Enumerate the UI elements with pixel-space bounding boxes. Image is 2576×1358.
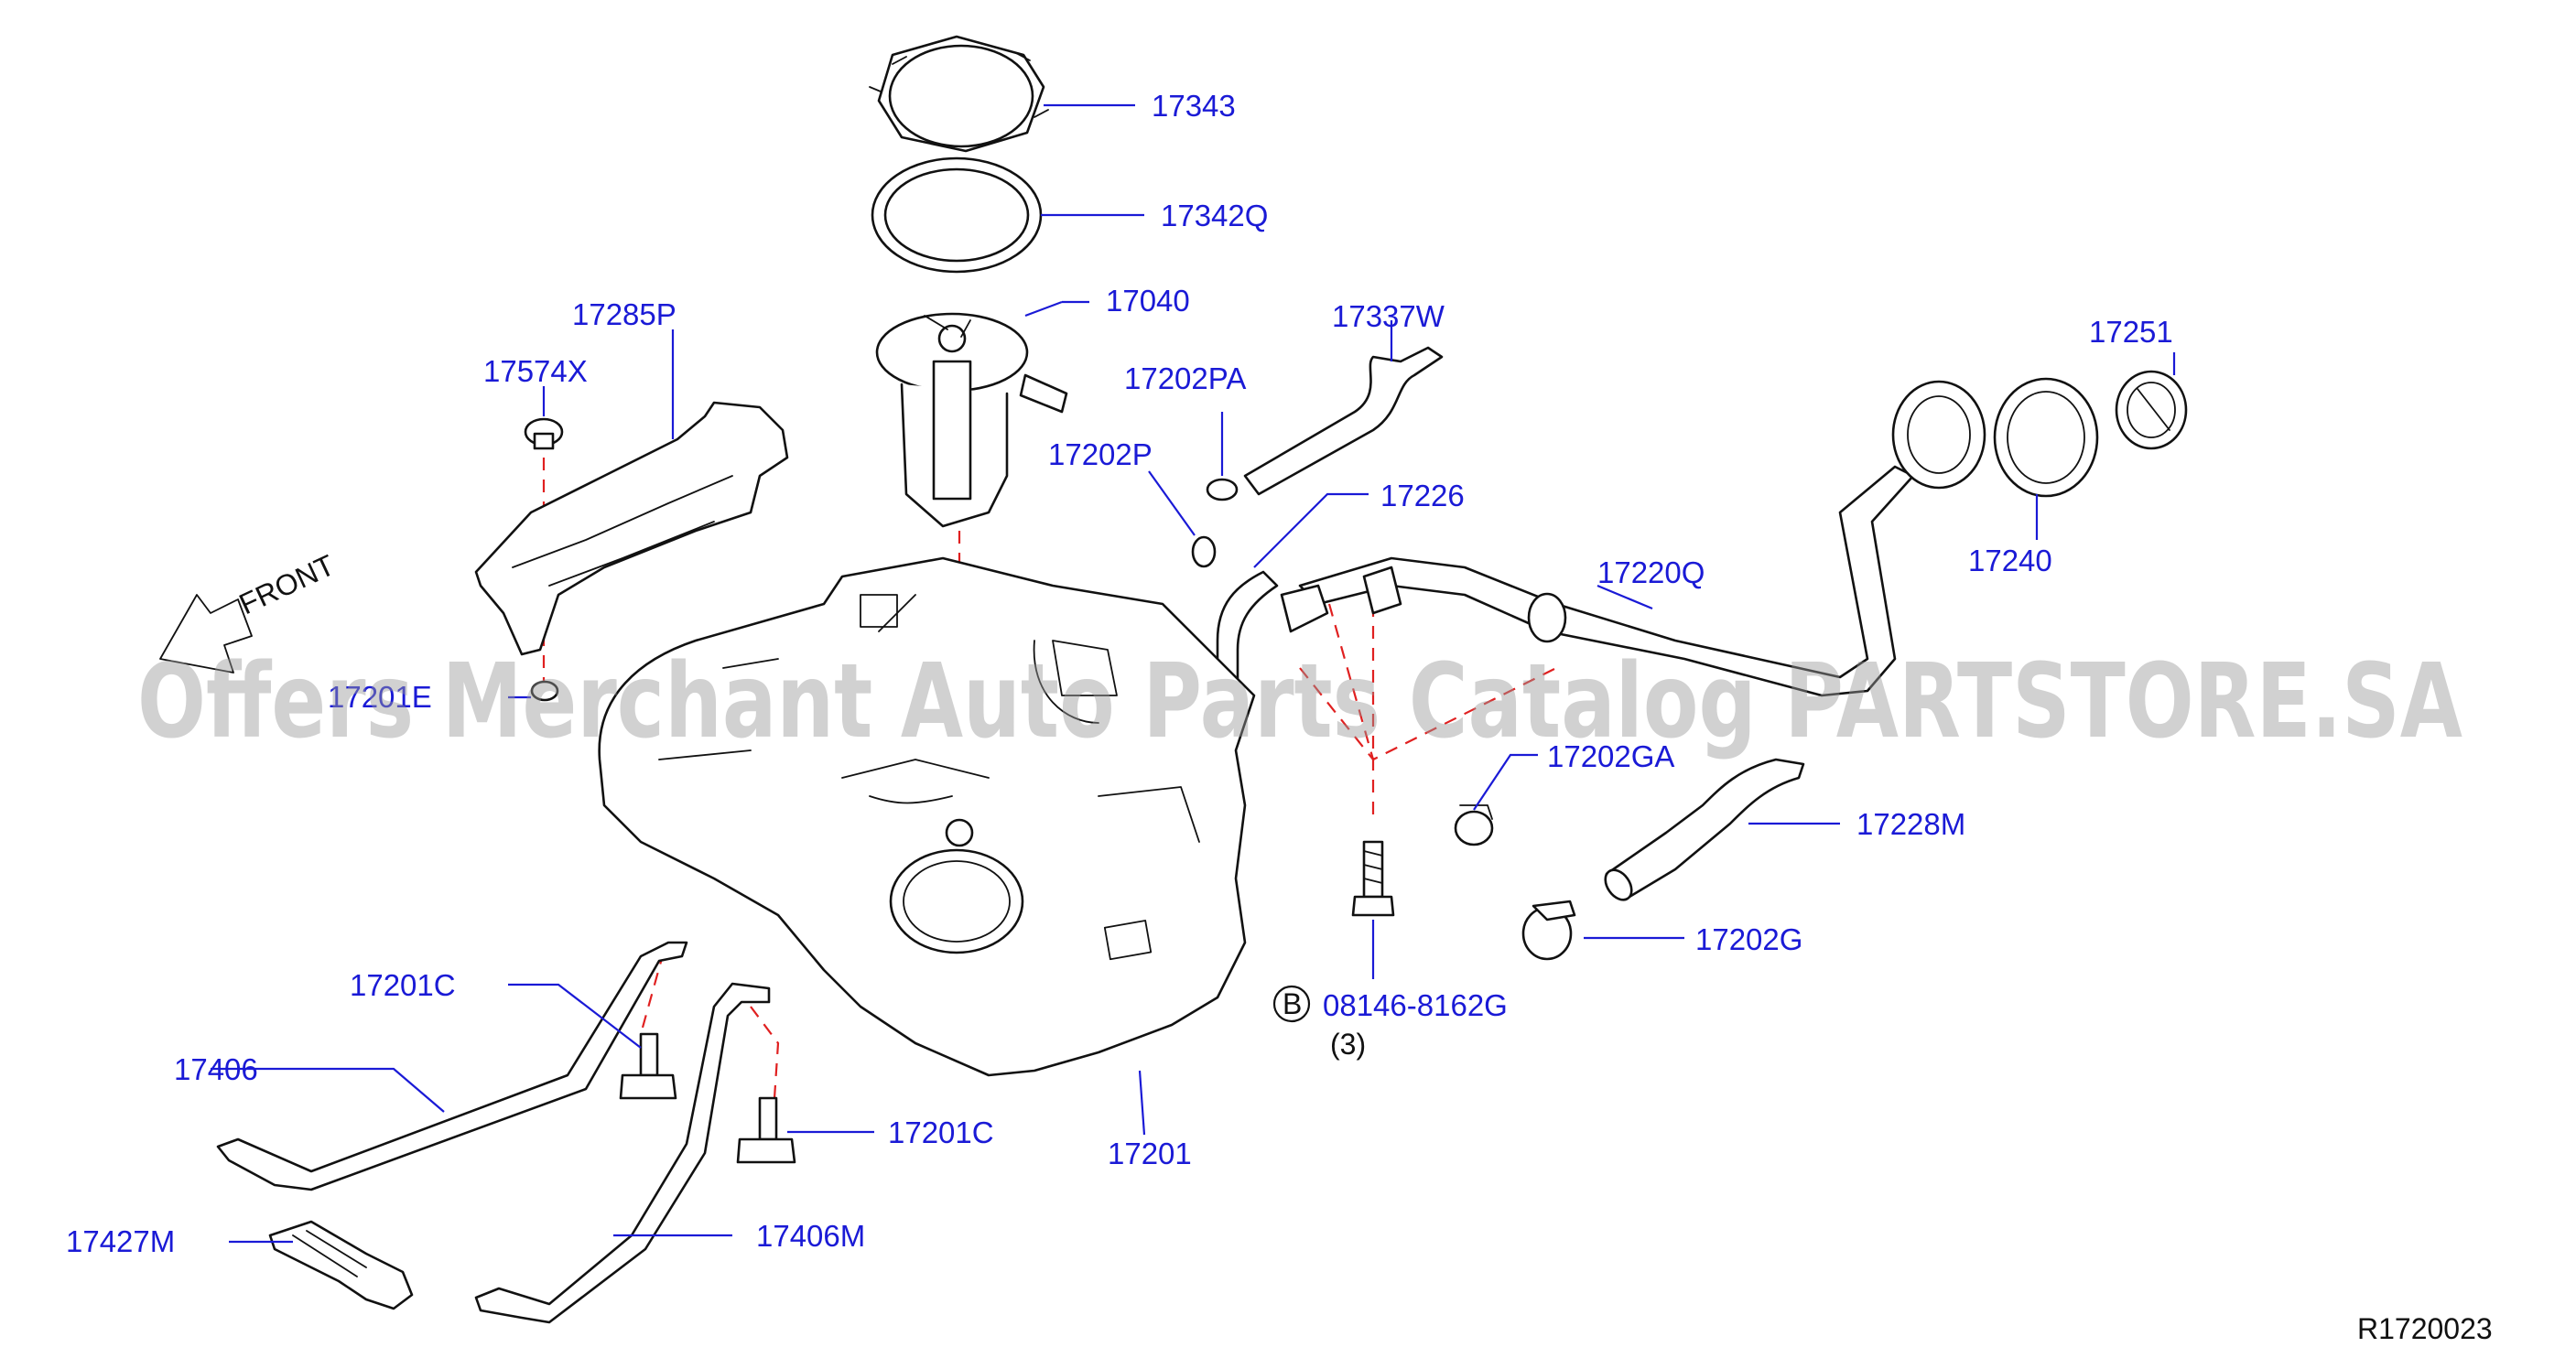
- part-08146-8162g-bolt[interactable]: B 08146-8162G (3): [1272, 840, 1508, 1061]
- label-17406m: 17406M: [756, 1219, 865, 1253]
- part-17201e[interactable]: 17201E: [328, 680, 559, 714]
- part-17427m-protector[interactable]: 17427M: [66, 1220, 414, 1310]
- label-17285p: 17285P: [572, 297, 676, 331]
- label-17201: 17201: [1108, 1137, 1192, 1170]
- label-17427m: 17427M: [66, 1224, 175, 1258]
- part-17337w-hose[interactable]: 17337W: [1243, 299, 1445, 496]
- label-17220q: 17220Q: [1597, 555, 1705, 589]
- part-17201c-bolt-b[interactable]: 17201C: [736, 1096, 994, 1164]
- label-17240: 17240: [1968, 544, 2052, 577]
- label-08146-8162g-qty: (3): [1330, 1028, 1366, 1061]
- label-17201c-a: 17201C: [350, 968, 456, 1002]
- label-17251: 17251: [2089, 315, 2173, 349]
- part-17342q-packing[interactable]: 17342Q: [871, 156, 1268, 274]
- part-17285p-protector[interactable]: 17285P: [474, 297, 789, 656]
- label-17202ga: 17202GA: [1547, 739, 1674, 773]
- label-17226: 17226: [1380, 479, 1465, 512]
- part-17574x-grommet[interactable]: 17574X: [483, 354, 588, 450]
- label-17574x: 17574X: [483, 354, 588, 388]
- part-17240-filler-ring[interactable]: 17240: [1891, 377, 2099, 577]
- label-17343: 17343: [1152, 89, 1236, 123]
- part-17343-lock-ring[interactable]: 17343: [869, 35, 1236, 153]
- label-17228m: 17228M: [1856, 807, 1965, 841]
- label-08146-8162g: 08146-8162G: [1323, 988, 1508, 1022]
- label-17202g: 17202G: [1695, 922, 1802, 956]
- label-17406: 17406: [174, 1052, 258, 1086]
- part-17220q-filler-tube[interactable]: 17220Q: [1280, 465, 1915, 697]
- part-17406m-band[interactable]: 17406M: [474, 982, 865, 1324]
- label-bolt-marker: B: [1283, 987, 1302, 1020]
- part-17228m-hose[interactable]: 17228M: [1600, 758, 1965, 905]
- label-17337w: 17337W: [1332, 299, 1445, 333]
- label-17202pa: 17202PA: [1124, 361, 1246, 395]
- part-17202p-seal[interactable]: 17202P: [1048, 437, 1217, 568]
- bolt-reference-marker: [1272, 985, 1311, 1023]
- diagram-reference-code: R1720023: [2357, 1312, 2493, 1345]
- watermark-text: Offers Merchant Auto Parts Catalog PARTS…: [137, 642, 2462, 761]
- part-17202g-clamp[interactable]: 17202G: [1521, 900, 1802, 961]
- part-17202pa-clamp[interactable]: 17202PA: [1124, 361, 1246, 501]
- label-17202p: 17202P: [1048, 437, 1153, 471]
- label-17040: 17040: [1106, 284, 1190, 318]
- part-17202ga-clamp[interactable]: 17202GA: [1454, 739, 1674, 846]
- part-17201c-bolt-a[interactable]: 17201C: [350, 968, 677, 1100]
- label-17342q: 17342Q: [1161, 199, 1268, 232]
- part-17201-fuel-tank[interactable]: 17201: [598, 556, 1256, 1170]
- part-17406-band[interactable]: 17406: [174, 941, 688, 1191]
- label-front: FRONT: [234, 548, 340, 620]
- part-17251-fuel-cap[interactable]: 17251: [2089, 315, 2188, 450]
- part-17226-tube[interactable]: 17226: [1216, 479, 1465, 706]
- label-17201e: 17201E: [328, 680, 432, 714]
- part-17040-fuel-pump[interactable]: 17040: [875, 284, 1190, 528]
- label-17201c-b: 17201C: [888, 1116, 994, 1149]
